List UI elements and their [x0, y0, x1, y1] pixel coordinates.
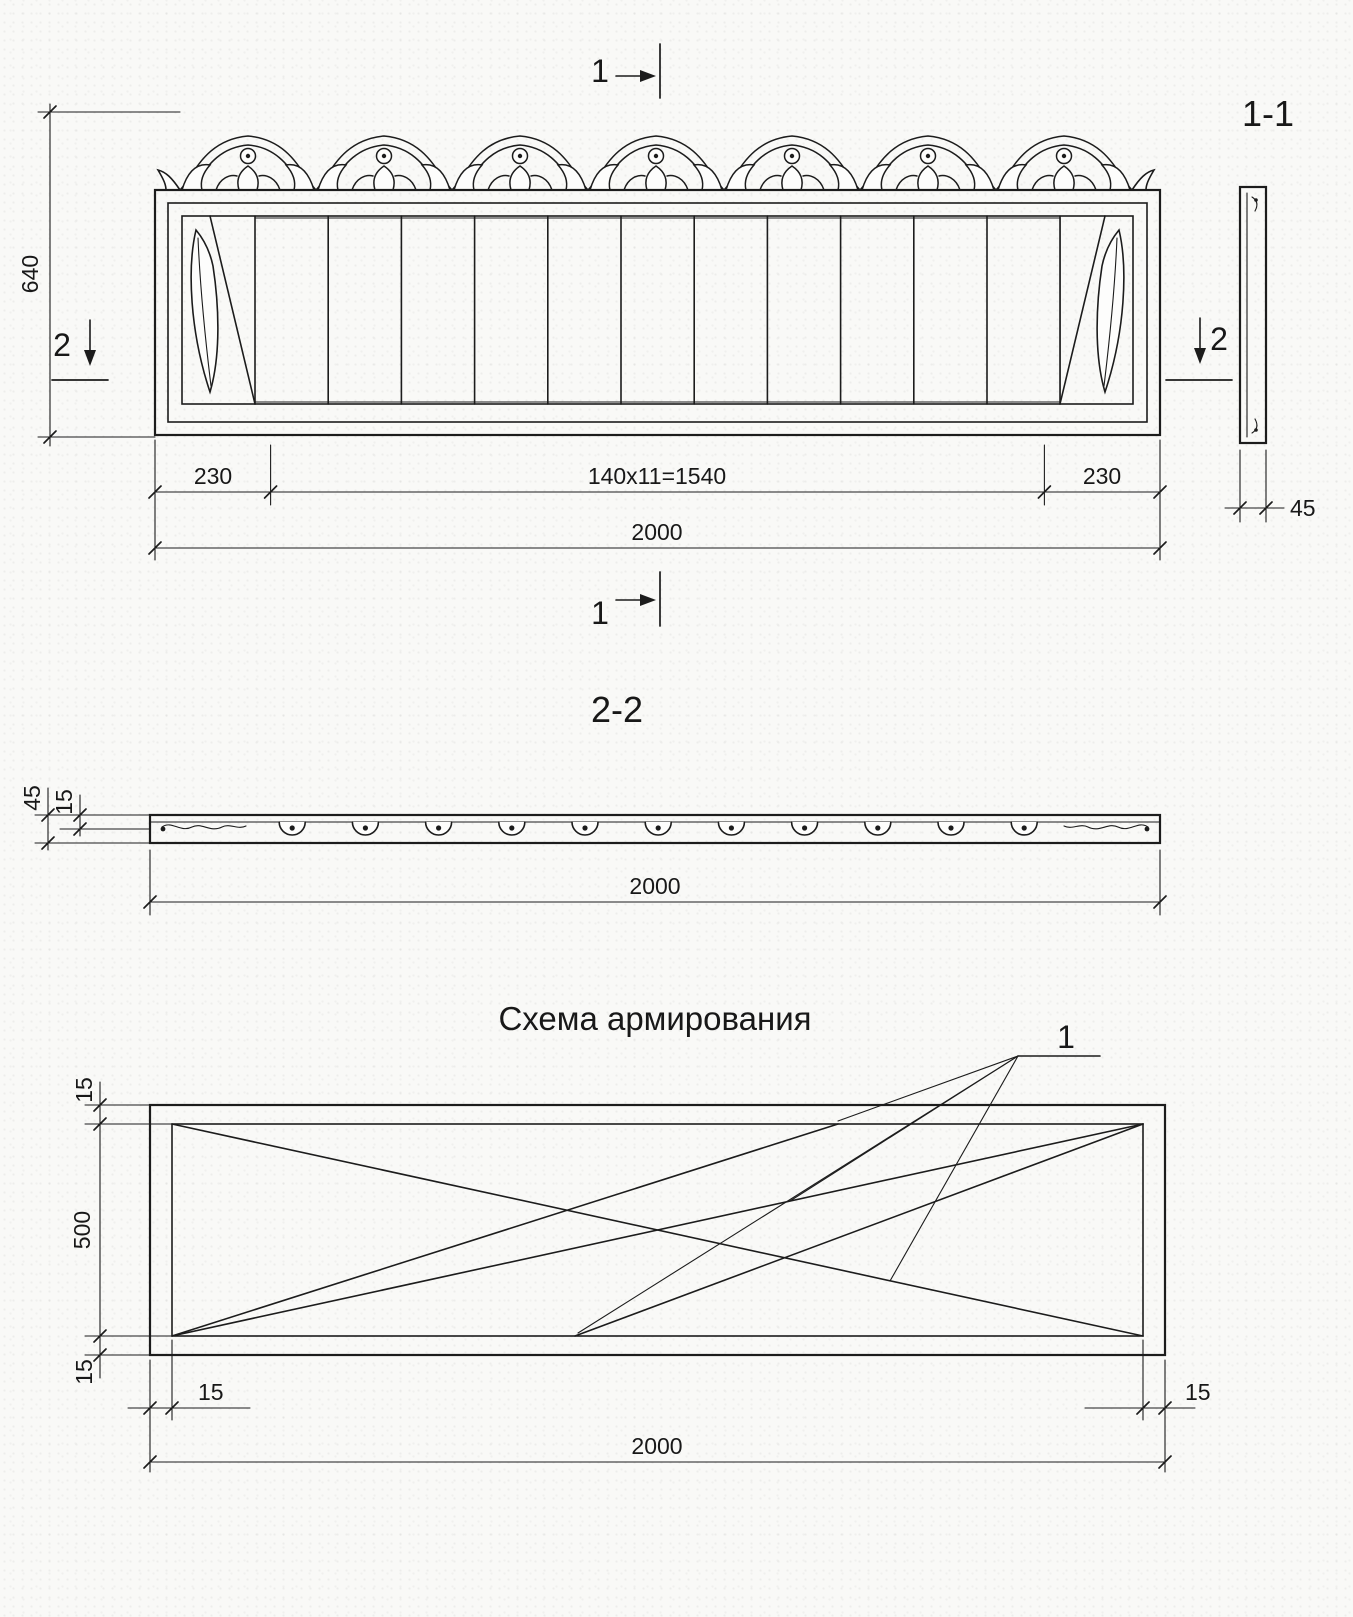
- section-mark-1-bottom-label: 1: [591, 595, 609, 631]
- dim-15-top: 15: [71, 1077, 97, 1103]
- section-mark-2-left-label: 2: [53, 327, 71, 363]
- section-2-2-view: 2-2: [19, 689, 1167, 916]
- reinforcement-outer-frame: [148, 1103, 1167, 1357]
- dim-45-22: 45: [19, 785, 45, 811]
- dimension-2000-reinforcement: 2000: [143, 1433, 1172, 1469]
- reinforcement-scheme: Схема армирования 1: [69, 1000, 1211, 1473]
- panel-decor-border: [181, 215, 1134, 405]
- dim-640: 640: [17, 255, 43, 293]
- reinforcement-inner-frame: [171, 1123, 1144, 1337]
- rope-panel: [254, 215, 1061, 405]
- section-mark-1-bottom: 1: [591, 571, 661, 631]
- dim-230-right: 230: [1083, 463, 1121, 489]
- dimension-45-section11: 45: [1224, 449, 1316, 523]
- right-leaf-panel: [1059, 215, 1125, 405]
- section-2-2-end-ornaments: [160, 824, 1150, 832]
- panel-outer-frame: [153, 188, 1162, 437]
- section-mark-2-left: 2: [51, 319, 109, 381]
- dim-2000-reinforcement: 2000: [631, 1433, 682, 1459]
- dim-15-right: 15: [1185, 1379, 1211, 1405]
- bar-mark-1-label: 1: [1057, 1019, 1075, 1055]
- dim-45-11: 45: [1290, 495, 1316, 521]
- section-mark-2-right: 2: [1165, 317, 1233, 381]
- left-leaf-panel: [190, 215, 256, 405]
- crest-ornament: [156, 135, 1156, 191]
- dimension-2000-section22: 2000: [143, 849, 1167, 916]
- reinforcement-bars: [171, 1123, 1144, 1337]
- dim-500: 500: [69, 1211, 95, 1249]
- dim-15-left: 15: [198, 1379, 224, 1405]
- dim-15-22: 15: [51, 789, 77, 815]
- dimension-bottom-margins: 15 15: [127, 1339, 1211, 1473]
- bar-mark-1: 1: [577, 1019, 1101, 1334]
- section-mark-2-right-label: 2: [1210, 321, 1228, 357]
- crest-right-cap: [1130, 168, 1156, 191]
- dimension-chain-row1: 230 140x11=1540 230: [148, 439, 1167, 561]
- dimension-45-15-section22: 45 15: [19, 785, 151, 851]
- dim-230-left: 230: [194, 463, 232, 489]
- section-1-1-label: 1-1: [1242, 93, 1294, 134]
- panel-inner-frame: [167, 202, 1148, 423]
- dim-15-bottom: 15: [71, 1359, 97, 1385]
- dimension-height-640: 640: [17, 103, 181, 447]
- dimension-left-chain: 15 500 15: [69, 1077, 173, 1385]
- section-2-2-label: 2-2: [591, 689, 643, 730]
- section-2-2-scallops: [278, 821, 1038, 836]
- section-mark-1-top-label: 1: [591, 53, 609, 89]
- dim-2000-22: 2000: [629, 873, 680, 899]
- reinforcement-title: Схема армирования: [498, 1000, 811, 1037]
- dim-140x11: 140x11=1540: [588, 463, 726, 489]
- elevation-view: 1 1 2 2 640: [17, 43, 1233, 631]
- dimension-total-2000: 2000: [148, 519, 1167, 555]
- section-mark-1-top: 1: [591, 43, 661, 99]
- section-1-1-view: 1-1 45: [1224, 93, 1316, 523]
- crest-left-cap: [156, 168, 182, 191]
- dim-2000-elevation: 2000: [631, 519, 682, 545]
